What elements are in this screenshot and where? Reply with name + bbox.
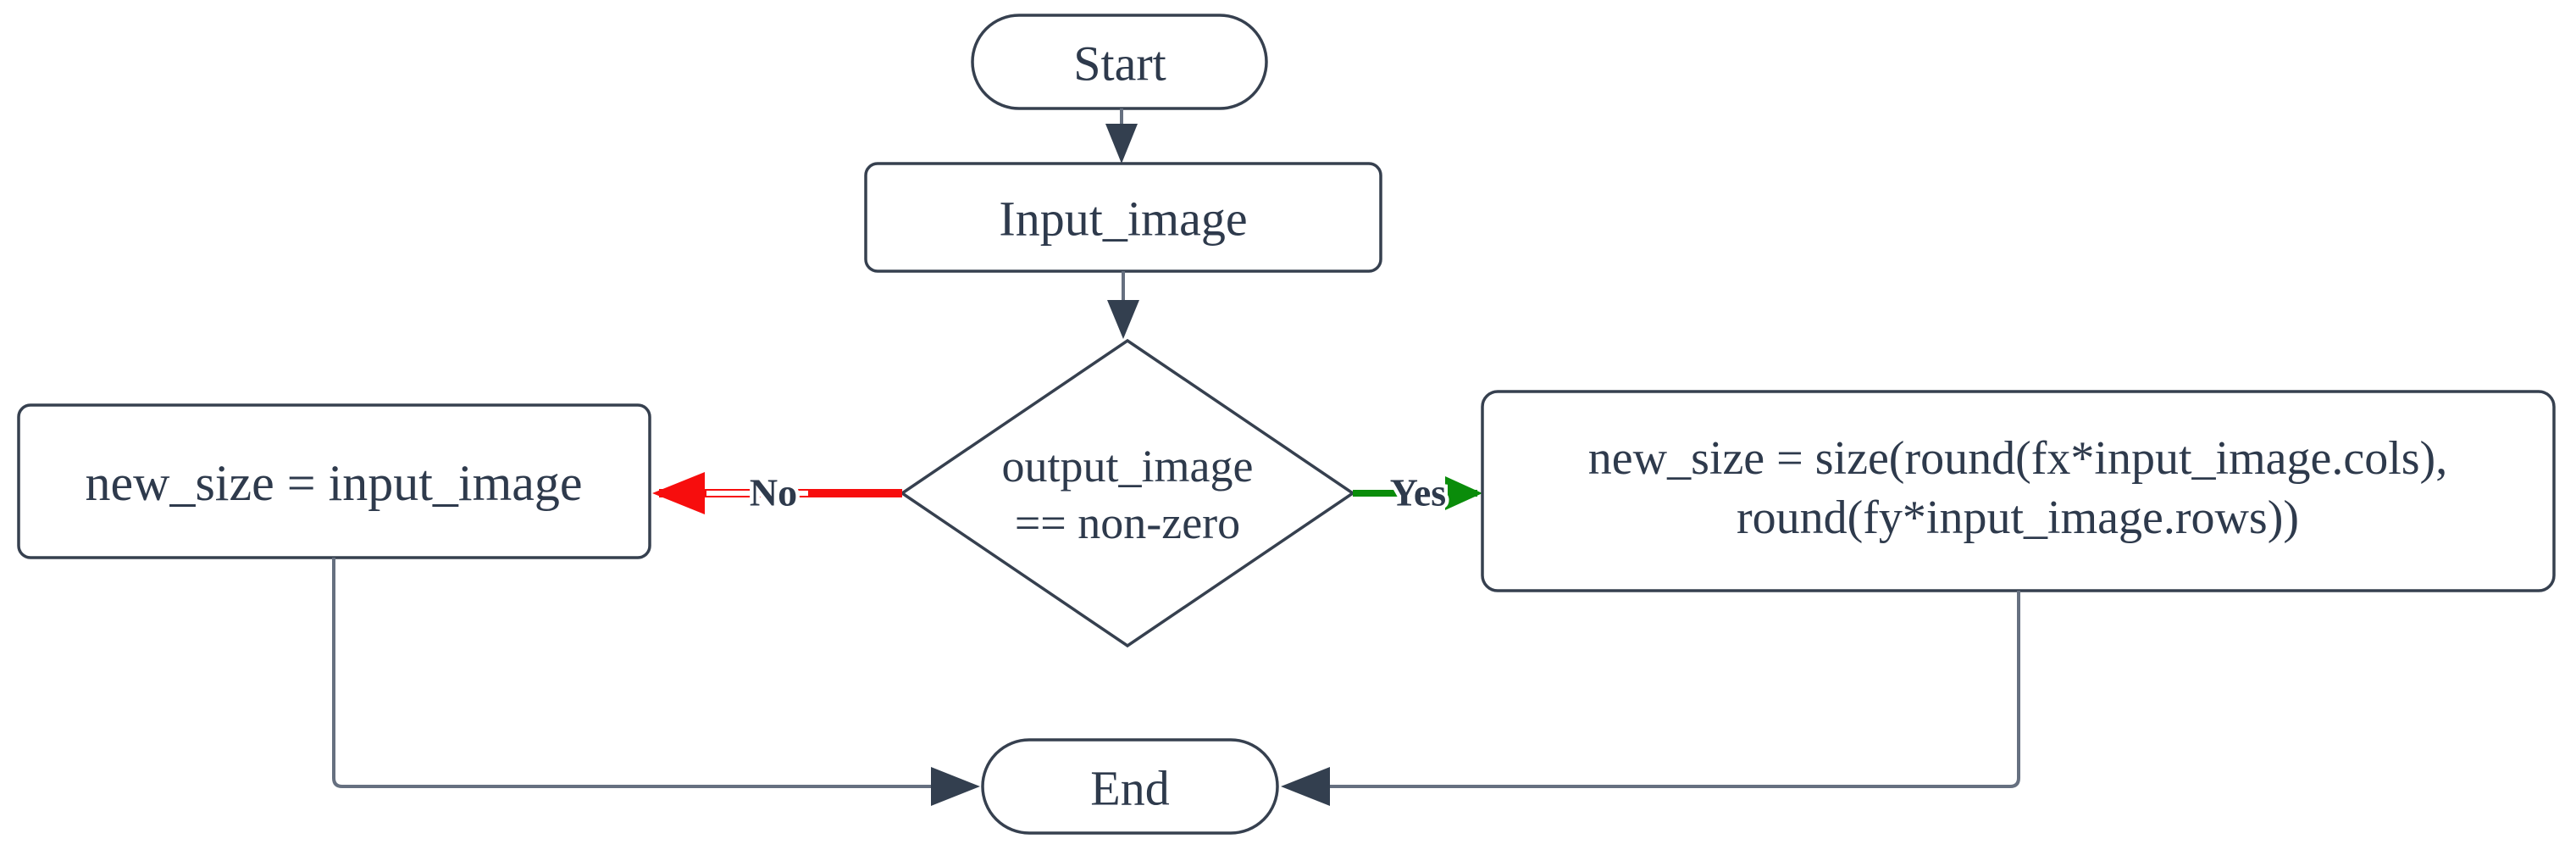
edge-start-to-input-arrowhead-icon xyxy=(1105,124,1138,164)
decision-node-label-line2: == non-zero xyxy=(1015,497,1240,548)
no-branch-node-label: new_size = input_image xyxy=(85,455,582,511)
edge-no-arrowhead-icon xyxy=(652,472,705,514)
edge-yes-branch-to-end-arrowhead-icon xyxy=(1281,767,1330,806)
edge-yes-label: Yes xyxy=(1390,471,1446,514)
edge-input-to-decision-arrowhead-icon xyxy=(1107,300,1139,339)
input-image-node-label: Input_image xyxy=(999,192,1247,247)
decision-node xyxy=(899,338,1356,648)
end-node xyxy=(981,738,1279,835)
edge-yes-arrowhead-icon xyxy=(1445,476,1482,510)
start-node-label: Start xyxy=(1073,36,1166,92)
yes-branch-node-label-line2: round(fy*input_image.rows)) xyxy=(1737,492,2299,544)
decision-node-label-line1: output_image xyxy=(1002,441,1254,492)
end-node-label: End xyxy=(1090,761,1169,816)
start-node xyxy=(971,14,1268,110)
edge-no-branch-to-end xyxy=(332,558,932,788)
edge-no-branch-to-end-arrowhead-icon xyxy=(931,767,980,806)
edge-yes-branch-to-end xyxy=(1330,591,2020,788)
edge-no-label-background xyxy=(706,491,808,496)
yes-branch-node-label-line1: new_size = size(round(fx*input_image.col… xyxy=(1588,432,2447,485)
edge-no-label: No xyxy=(750,471,797,514)
